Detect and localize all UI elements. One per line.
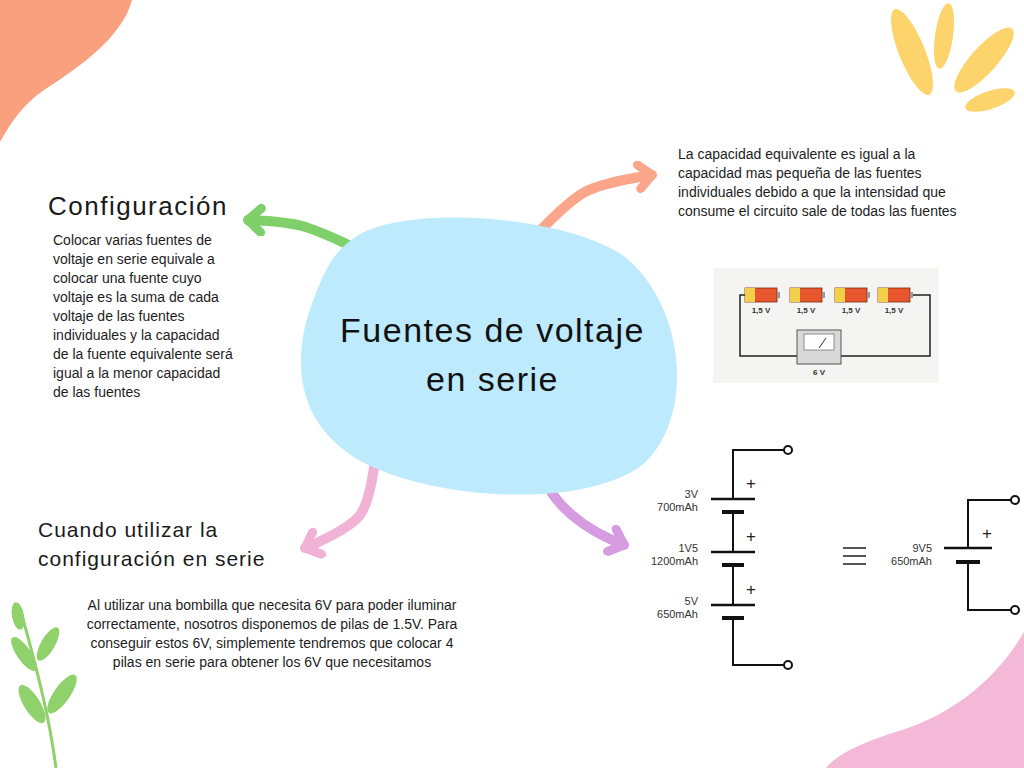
equivalence-sign (843, 548, 866, 564)
petal (883, 4, 942, 99)
topic-blob (298, 215, 688, 495)
terminal (1011, 496, 1019, 504)
branch-note: ConfiguraciónColocar varias fuentes de v… (48, 192, 253, 402)
battery-plate (711, 551, 755, 554)
series-schematic (711, 446, 792, 669)
corner-blob (826, 632, 1024, 768)
meter-label: 6 V (813, 369, 825, 378)
voltage-label: 5V (685, 595, 698, 607)
branch-body: Colocar varias fuentes de voltaje en ser… (53, 231, 235, 402)
polarity-sign: + (746, 528, 756, 547)
petal (946, 20, 1022, 100)
voltage-label: 3V (685, 488, 698, 500)
plant-leaf (7, 634, 41, 675)
branch-arrow (248, 220, 368, 254)
plant-leaf (10, 601, 27, 631)
pointer-arrow (540, 470, 624, 545)
capacity-label: 650mAh (891, 555, 932, 567)
battery-cell (835, 288, 870, 302)
terminal (1011, 606, 1019, 614)
cell-voltage-label: 1,5 V (752, 307, 771, 316)
voltmeter (797, 330, 841, 364)
wire (732, 565, 734, 605)
battery-cell (878, 288, 913, 302)
branch-arrow (305, 456, 376, 548)
branch-arrow (532, 175, 653, 240)
battery-plate (711, 604, 755, 607)
battery-cell (790, 288, 825, 302)
battery-illustration (713, 268, 939, 383)
plant-leaf (14, 681, 51, 727)
wire (733, 618, 784, 665)
cell-voltage-label: 1,5 V (885, 307, 904, 316)
wire (733, 450, 784, 499)
branch-body: Al utilizar una bombilla que necesita 6V… (86, 596, 458, 672)
battery-plate (711, 498, 755, 501)
capacity-label: 1200mAh (651, 555, 698, 567)
branch-body: La capacidad equivalente es igual a la c… (678, 145, 970, 221)
wire (968, 562, 1011, 610)
plant-illustration (7, 601, 82, 768)
equivalent-schematic (944, 496, 1019, 614)
petal (962, 83, 1017, 116)
petal-group (883, 2, 1022, 117)
polarity-sign: + (746, 475, 756, 494)
terminal (784, 446, 792, 454)
terminal (784, 661, 792, 669)
cell-voltage-label: 1,5 V (797, 307, 816, 316)
capacity-label: 650mAh (657, 608, 698, 620)
topic-blob-shape (300, 218, 676, 495)
petal (930, 2, 957, 70)
wire (732, 512, 734, 552)
branch-note: La capacidad equivalente es igual a la c… (678, 145, 970, 221)
capacity-label: 700mAh (657, 501, 698, 513)
battery-plate (944, 547, 992, 550)
branch-note: Cuando utilizar la configuración en seri… (38, 515, 468, 672)
plant-leaf (42, 671, 81, 718)
picture-ground (713, 268, 939, 383)
central-topic: Fuentes de voltaje en serie (298, 215, 688, 495)
battery-cell (745, 288, 780, 302)
voltage-label: 9V5 (912, 542, 932, 554)
voltage-label: 1V5 (678, 542, 698, 554)
polarity-sign: + (982, 525, 992, 544)
wire (968, 500, 1011, 548)
corner-blob (0, 0, 132, 142)
cell-voltage-label: 1,5 V (842, 307, 861, 316)
branch-heading: Cuando utilizar la configuración en seri… (38, 515, 313, 574)
polarity-sign: + (746, 581, 756, 600)
branch-heading: Configuración (48, 192, 253, 222)
plant-leaf (32, 624, 63, 664)
topic-title: Fuentes de voltaje en serie (328, 306, 658, 405)
